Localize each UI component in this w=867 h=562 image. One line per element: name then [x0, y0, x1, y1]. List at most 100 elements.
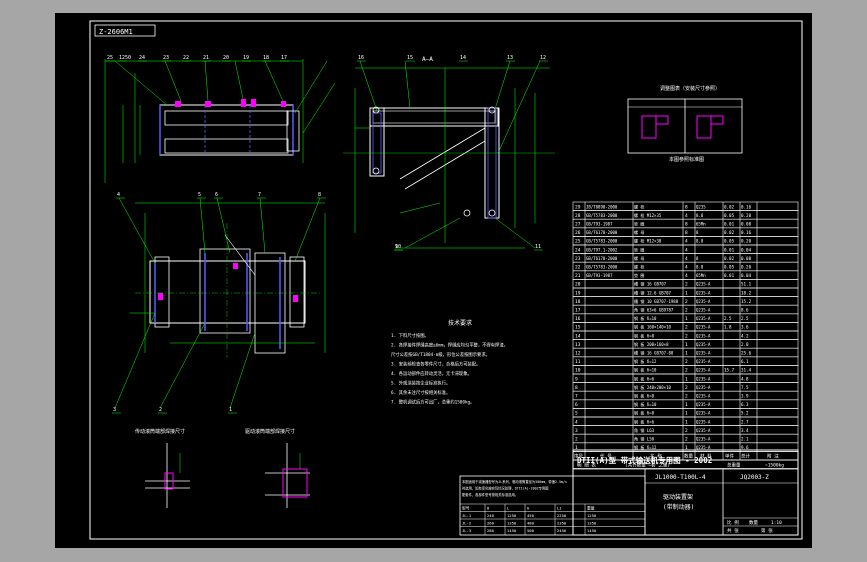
bom-cell-qty: 8 [685, 204, 688, 210]
bom-cell-total: 2.7 [741, 419, 749, 424]
bom-cell-name: 钢 板 δ=10 [634, 401, 657, 407]
bom-cell-unit: 0.05 [724, 239, 735, 244]
part-number-label: 5 [198, 192, 201, 198]
bom-cell-no: 14 [575, 333, 581, 339]
bom-weight-cell: (共计数量 —套 之重) [625, 461, 670, 468]
bom-cell-unit: 0.02 [724, 204, 735, 209]
bom-cell-name: 角 钢 L50 [634, 436, 655, 442]
bom-cell-name: 螺 栓 [634, 203, 644, 209]
revision-cell: 280 [487, 528, 495, 533]
bom-cell-material: 8.8 [696, 265, 704, 270]
bom-cell-name: 槽 钢 16 GB707-88 [634, 350, 674, 356]
title-block-model: JL1000-T100L-4 [655, 474, 706, 481]
bom-cell-material: Q235-A [696, 282, 711, 287]
part-number-label: 14 [460, 55, 466, 61]
revision-cell: 450 [527, 513, 535, 518]
bom-cell-total: 31.4 [741, 368, 752, 373]
technical-requirements: 技术要求 1. 下料尺寸按图。2. 各焊接件焊缝高度≥6mm，焊缝应均匀平整，不… [391, 319, 508, 406]
tech-req-line: 6. 其余未注尺寸按相关标准。 [391, 389, 450, 396]
bom-cell-qty: 2 [685, 282, 688, 288]
part-number-label: 8 [318, 192, 321, 198]
tech-req-line: 尺寸公差按GB/T1804-m级，形位公差按图示要求。 [391, 351, 490, 358]
bom-weight-cell: ~1500kg [765, 462, 784, 468]
bom-cell-material: Q235-A [696, 342, 711, 347]
bom-cell-name: 槽 钢 16 GB707 [634, 281, 667, 287]
bom-cell-unit: 15.7 [724, 368, 735, 373]
bom-cell-name: 钢 板 200×160×8 [634, 341, 669, 347]
bom-cell-code: GB/T5783-2000 [586, 213, 618, 218]
revision-note-line: 配套件，各部件型号按相关标准选用。 [462, 492, 518, 497]
bom-cell-code: GB/T5783-2000 [586, 239, 618, 244]
bom-header-cell: 总计 [741, 453, 750, 460]
part-number-label: 17 [281, 55, 287, 61]
bom-cell-code: GB/T93-1987 [586, 222, 613, 227]
bom-cell-material: Q235-A [696, 437, 711, 442]
bom-cell-no: 27 [575, 222, 581, 228]
bom-cell-total: 51.1 [741, 282, 752, 287]
weld-detail-2: 驱动滚筒端部焊接尺寸 [245, 428, 310, 508]
bom-cell-unit: 0.01 [724, 273, 735, 278]
bom-cell-material: Q235-A [696, 316, 711, 321]
bom-cell-total: 3.6 [741, 325, 749, 330]
bom-cell-total: 25.6 [741, 351, 752, 356]
bom-cell-material: Q235-A [696, 376, 711, 381]
bom-cell-name: 钢 板 δ=6 [634, 375, 655, 381]
bom-cell-material: 8.8 [696, 213, 704, 218]
bom-cell-name: 钢 板 δ=8 [634, 410, 655, 416]
bom-cell-material: Q235-A [696, 308, 711, 313]
bom-cell-qty: 1 [685, 419, 688, 425]
part-number-label: 3 [113, 407, 116, 413]
revision-cell: 2350 [557, 521, 567, 526]
tech-req-line: 1. 下料尺寸按图。 [391, 332, 429, 339]
bom-header-cell: 材 料 [700, 453, 712, 460]
part-number-label: 9 [395, 244, 398, 250]
bom-cell-no: 9 [575, 376, 578, 382]
revision-cell: L1 [557, 506, 562, 511]
bom-cell-code: GB/T5783-2000 [586, 265, 618, 270]
bom-cell-total: 8.6 [741, 308, 749, 313]
part-number-label: 23 [163, 55, 169, 61]
bom-cell-qty: 4 [685, 265, 688, 271]
bom-cell-code: GB/T6170-2000 [586, 256, 618, 261]
elevation-view [104, 59, 336, 183]
title-block-sheet-no: 第 张 [761, 527, 773, 534]
part-number-label: 16 [358, 55, 364, 61]
bom-cell-no: 5 [575, 411, 578, 417]
bom-cell-total: 2.5 [741, 316, 749, 321]
bom-cell-qty: 4 [685, 256, 688, 262]
bom-cell-qty: 2 [685, 325, 688, 331]
bom-cell-no: 22 [575, 265, 581, 271]
bom-cell-no: 7 [575, 394, 578, 400]
bom-cell-qty: 2 [685, 308, 688, 314]
bom-cell-total: 7.5 [741, 385, 749, 390]
bom-cell-material: 65Mn [696, 222, 706, 227]
revision-cell: 2250 [557, 513, 567, 518]
bom-cell-material: Q235-A [696, 325, 711, 330]
bom-cell-qty: 4 [685, 247, 688, 253]
bom-cell-no: 24 [575, 247, 581, 253]
bom-cell-unit: 0.05 [724, 213, 735, 218]
tech-req-line: 4. 各运动部件应转动灵活，无卡滞现象。 [391, 370, 472, 377]
revision-cell: 重量 [587, 506, 595, 511]
bom-cell-material: Q235-A [696, 368, 711, 373]
bom-cell-no: 28 [575, 213, 581, 219]
bom-cell-total: 0.04 [741, 247, 752, 252]
part-number-label: 18 [263, 55, 269, 61]
part-number-label: 19 [243, 55, 249, 61]
bom-cell-name: 垫 圈 [634, 246, 644, 252]
revision-cell: 1350 [507, 521, 517, 526]
bom-cell-qty: 2 [685, 299, 688, 305]
tech-req-line: 5. 外观涂装按企业标准执行。 [391, 380, 450, 387]
title-block: DTII(A)型 带式输送机专用图 - 2002 JL1000-T100L-4 … [572, 449, 799, 536]
bom-cell-material: Q235-A [696, 394, 711, 399]
bom-cell-name: 钢 板 δ=8 [634, 393, 655, 399]
title-block-qty-label: 数量 [749, 519, 758, 526]
revision-note-line: 本图适用于减速器型号为JL系列，驱动滚筒直径为500mm，带速2.5m/s [462, 479, 567, 484]
revision-cell: JL-2 [462, 521, 471, 526]
revision-cell: 2450 [557, 528, 567, 533]
bom-cell-qty: 1 [685, 351, 688, 357]
part-number-label: 4 [117, 192, 120, 198]
revision-cell: 1250 [587, 513, 597, 518]
